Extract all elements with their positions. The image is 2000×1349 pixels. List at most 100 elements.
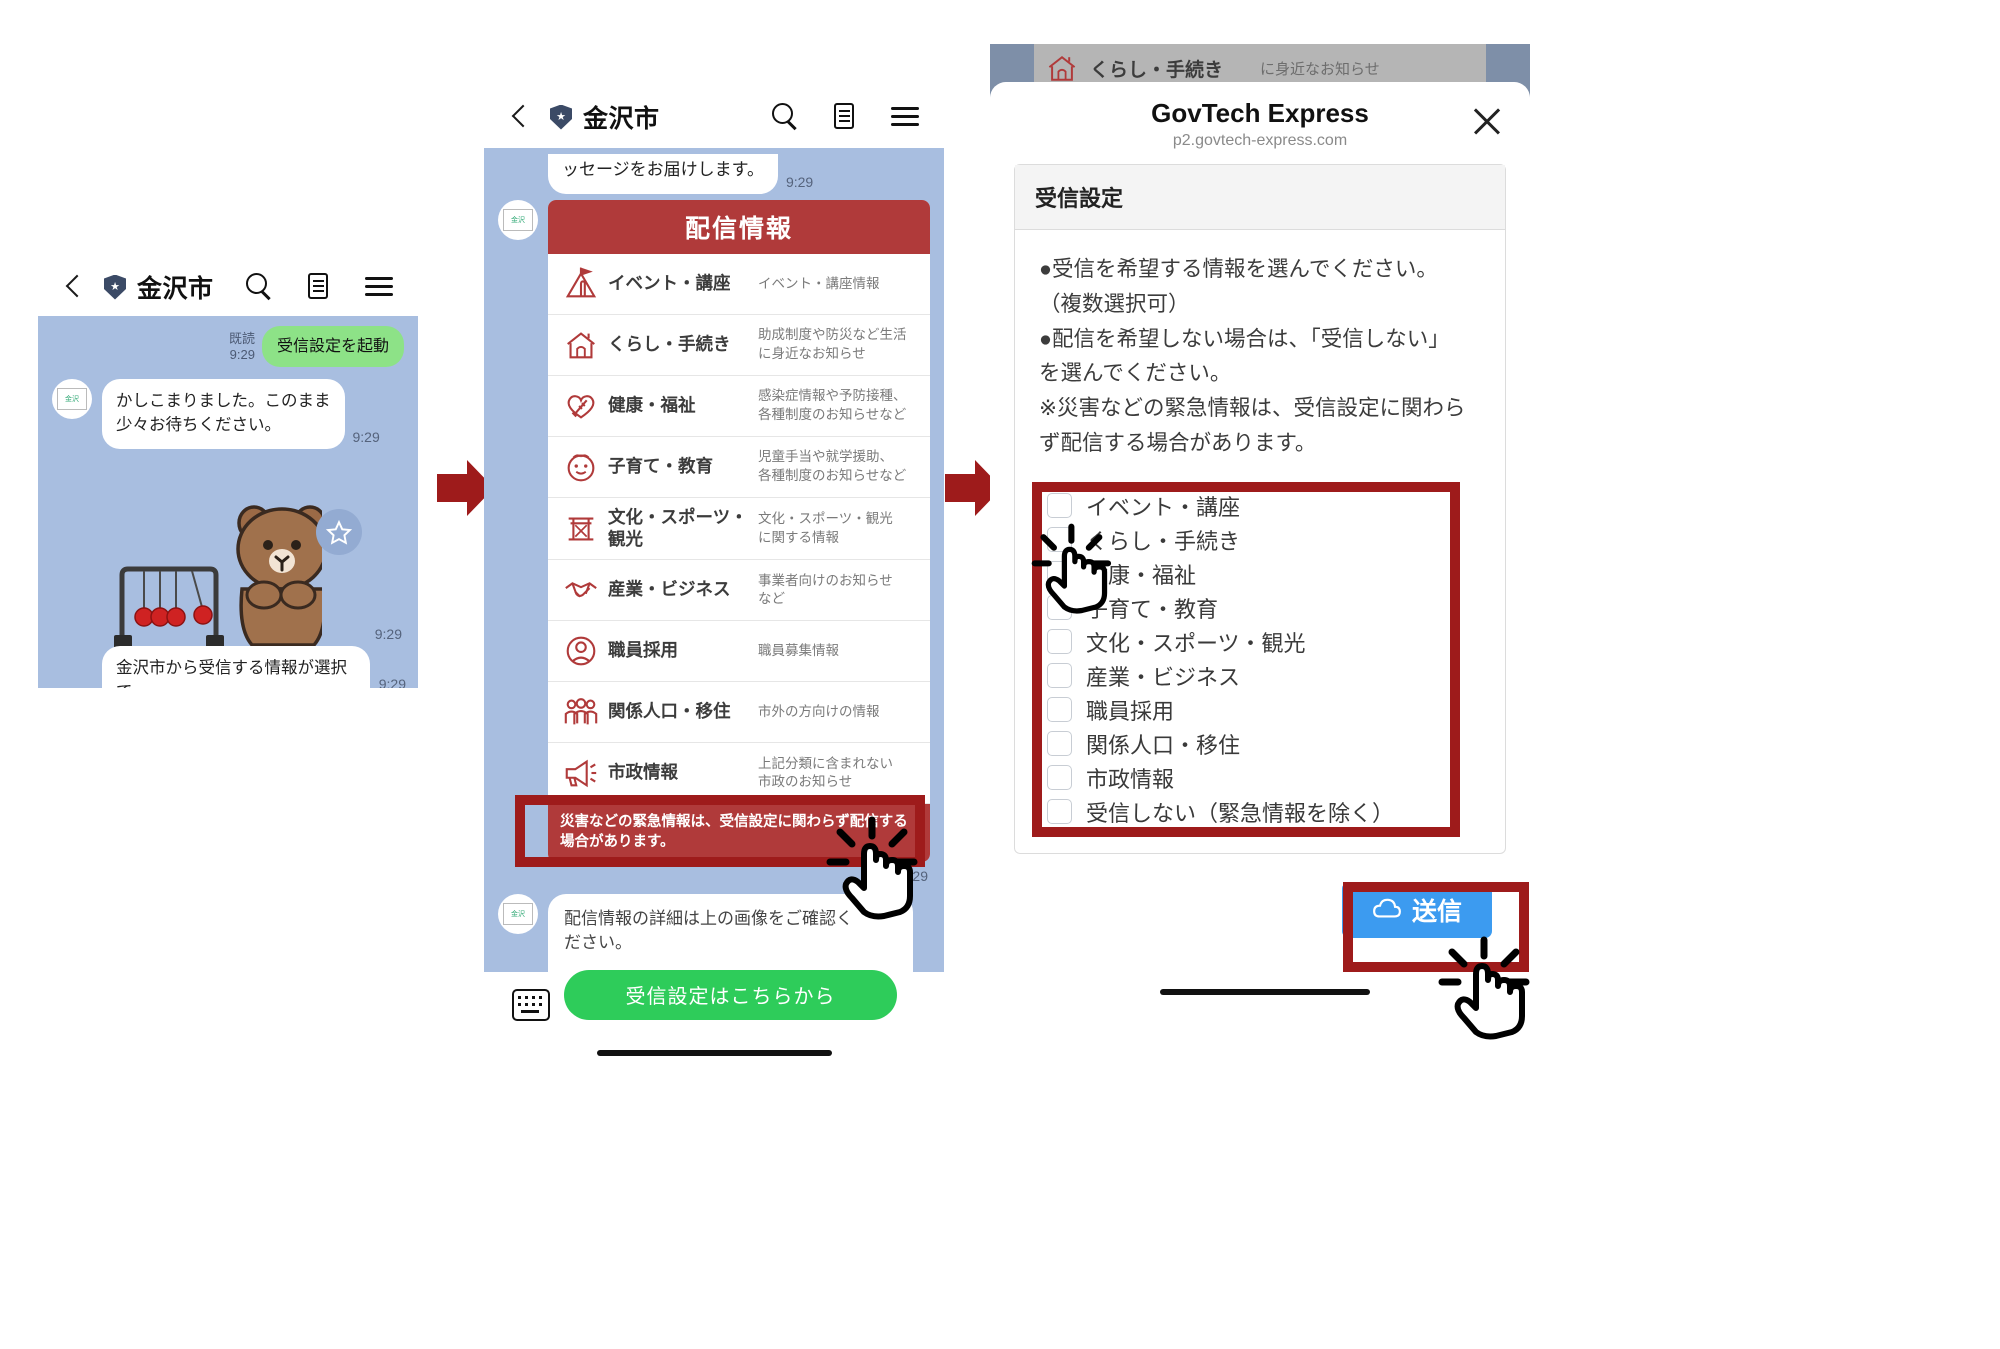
child-face-icon <box>558 446 604 488</box>
document-icon[interactable] <box>302 270 336 304</box>
keyboard-icon[interactable] <box>512 989 550 1021</box>
card-row-desc: 市外の方向けの情報 <box>758 704 880 720</box>
pointing-hand-cursor-icon-1 <box>820 810 930 925</box>
checkbox-label: 産業・ビジネス <box>1086 664 1241 690</box>
card-row-desc: 文化・スポーツ・観光 に関する情報 <box>758 511 893 545</box>
verified-shield-icon: ★ <box>104 274 126 300</box>
card-row-name: 産業・ビジネス <box>608 579 731 600</box>
card-row-desc: 上記分類に含まれない 市政のお知らせ <box>758 756 893 790</box>
send-label: 送信 <box>1411 897 1462 926</box>
card-row: 文化・スポーツ・ 観光 文化・スポーツ・観光 に関する情報 <box>548 498 930 561</box>
brown-bear-newtons-cradle-sticker[interactable] <box>92 457 362 657</box>
message-row-card: 金沢 配信情報 イベント・講座 イベント・講座情報 <box>484 199 944 862</box>
handshake-icon <box>558 569 604 611</box>
card-row-name: 子育て・教育 <box>608 455 713 476</box>
card-row-name: イベント・講座 <box>608 272 731 293</box>
avatar[interactable]: 金沢 <box>52 379 92 420</box>
chat-bubble-incoming: かしこまりました。このまま 少々お待ちください。 <box>102 379 345 450</box>
home-indicator <box>596 1050 832 1056</box>
search-icon[interactable] <box>242 270 276 304</box>
card-row-desc: 助成制度や防災など生活 に身近なお知らせ <box>758 327 907 361</box>
card-row-name: 職員採用 <box>608 640 678 661</box>
message-row-outgoing: 既読 9:29 受信設定を起動 <box>38 326 418 368</box>
checkbox-item-8[interactable]: 市政情報 <box>1047 761 1473 795</box>
webview-header: GovTech Express p2.govtech-express.com <box>990 82 1530 164</box>
checkbox-item-7[interactable]: 関係人口・移住 <box>1047 727 1473 761</box>
checkbox-item-0[interactable]: イベント・講座 <box>1047 489 1473 523</box>
home-indicator <box>1160 989 1370 995</box>
search-icon[interactable] <box>768 100 802 134</box>
verified-shield-icon: ★ <box>550 104 572 130</box>
checkbox-item-5[interactable]: 産業・ビジネス <box>1047 659 1473 693</box>
checkbox-icon[interactable] <box>1047 799 1072 825</box>
avatar[interactable]: 金沢 <box>498 893 538 934</box>
chat-bubble-outgoing: 受信設定を起動 <box>261 326 404 368</box>
checkbox-label: 文化・スポーツ・観光 <box>1086 630 1306 656</box>
checkbox-label: 職員採用 <box>1086 698 1175 724</box>
chevron-left-icon[interactable] <box>60 274 86 300</box>
cloud-upload-icon <box>1373 898 1401 918</box>
checkbox-icon[interactable] <box>1047 697 1072 723</box>
chat-bubble-partial: ッセージをお届けします。 <box>548 154 778 194</box>
hamburger-menu-icon[interactable] <box>888 100 922 134</box>
checkbox-icon[interactable] <box>1047 765 1072 791</box>
panel-2-line-chat-card: ★ 金沢市 ッセージをお届けします。 9:29 金沢 配信情報 <box>484 86 944 1096</box>
receive-settings-cta-button[interactable]: 受信設定はこちらから <box>564 969 897 1020</box>
chevron-left-icon[interactable] <box>506 104 532 130</box>
sticker-favorite-button[interactable] <box>316 509 362 556</box>
panel1-chat-header: ★ 金沢市 <box>38 258 418 316</box>
panel1-chat-title: 金沢市 <box>137 275 214 303</box>
hamburger-menu-icon[interactable] <box>362 270 396 304</box>
card-row: 市政情報 上記分類に含まれない 市政のお知らせ <box>548 743 930 805</box>
message-timestamp-2: 9:29 <box>378 676 406 688</box>
pointing-hand-cursor-icon-3 <box>1432 930 1542 1045</box>
checkbox-item-9[interactable]: 受信しない（緊急情報を除く） <box>1047 795 1473 829</box>
checkbox-item-3[interactable]: 子育て・教育 <box>1047 591 1473 625</box>
card-row: 子育て・教育 児童手当や就学援助、 各種制度のお知らせなど <box>548 437 930 498</box>
torii-sports-icon <box>558 508 604 550</box>
avatar[interactable]: 金沢 <box>498 199 538 240</box>
card-row-name: 健康・福祉 <box>608 394 696 415</box>
card-row: 産業・ビジネス 事業者向けのお知らせ など <box>548 560 930 622</box>
close-icon[interactable] <box>1470 104 1504 138</box>
checkbox-icon[interactable] <box>1047 629 1072 655</box>
webview-url: p2.govtech-express.com <box>1172 132 1348 149</box>
panel2-chat-body: ッセージをお届けします。 9:29 金沢 配信情報 イベント・講座 イベント・講… <box>484 148 944 1036</box>
card-row-name: くらし・手続き <box>608 333 731 354</box>
house-icon <box>1048 55 1076 81</box>
people-group-icon <box>558 691 604 733</box>
message-row-incoming: 金沢 かしこまりました。このまま 少々お待ちください。 9:29 <box>38 379 418 450</box>
chat-bubble-incoming-2: 金沢市から受信する情報が選択で きます。 回答いただいた内容に合わせてメ ッセー… <box>102 646 370 688</box>
right-arrow-icon-1 <box>437 458 495 523</box>
message-row-partial: ッセージをお届けします。 9:29 <box>484 154 944 194</box>
checkbox-item-6[interactable]: 職員採用 <box>1047 693 1473 727</box>
panel1-chat-body: 既読 9:29 受信設定を起動 金沢 かしこまりました。このまま 少々お待ちくだ… <box>38 316 418 688</box>
document-icon[interactable] <box>828 100 862 134</box>
panel-1-line-chat: ★ 金沢市 既読 9:29 受信設定を起動 金沢 かしこまりました。このまま 少… <box>38 258 418 688</box>
checkbox-label: 子育て・教育 <box>1086 596 1219 622</box>
checkbox-icon[interactable] <box>1047 663 1072 689</box>
card-row: 関係人口・移住 市外の方向けの情報 <box>548 682 930 744</box>
card-row-desc: 職員募集情報 <box>758 643 839 659</box>
checkbox-item-4[interactable]: 文化・スポーツ・観光 <box>1047 625 1473 659</box>
megaphone-icon <box>558 752 604 794</box>
checkbox-label: イベント・講座 <box>1086 494 1241 520</box>
card-row-name: 関係人口・移住 <box>608 701 731 722</box>
webview-title: GovTech Express <box>1151 98 1369 128</box>
checkbox-icon[interactable] <box>1047 731 1072 757</box>
card-row-desc: 事業者向けのお知らせ など <box>758 573 893 607</box>
house-icon <box>558 324 604 366</box>
delivery-info-card[interactable]: 配信情報 イベント・講座 イベント・講座情報 <box>548 199 930 862</box>
checkbox-label: くらし・手続き <box>1086 528 1241 554</box>
message-timestamp: 9:29 <box>785 173 814 190</box>
pointing-hand-cursor-icon-2 <box>1026 518 1122 619</box>
checkbox-icon[interactable] <box>1047 493 1072 519</box>
checkbox-label: 市政情報 <box>1086 766 1175 792</box>
instructions-text: ●受信を希望する情報を選んでください。 （複数選択可） ●配信を希望しない場合は… <box>1039 257 1466 456</box>
card-row-desc: イベント・講座情報 <box>758 275 880 291</box>
event-tent-icon <box>558 263 604 305</box>
message-row-incoming-2: 金沢市から受信する情報が選択で きます。 回答いただいた内容に合わせてメ ッセー… <box>38 646 384 688</box>
card-row: イベント・講座 イベント・講座情報 <box>548 254 930 315</box>
message-row-cta: 金沢 配信情報の詳細は上の画像をご確認く ださい。 受信設定はこちらから <box>484 893 944 1036</box>
sticker-timestamp: 9:29 <box>374 626 402 642</box>
